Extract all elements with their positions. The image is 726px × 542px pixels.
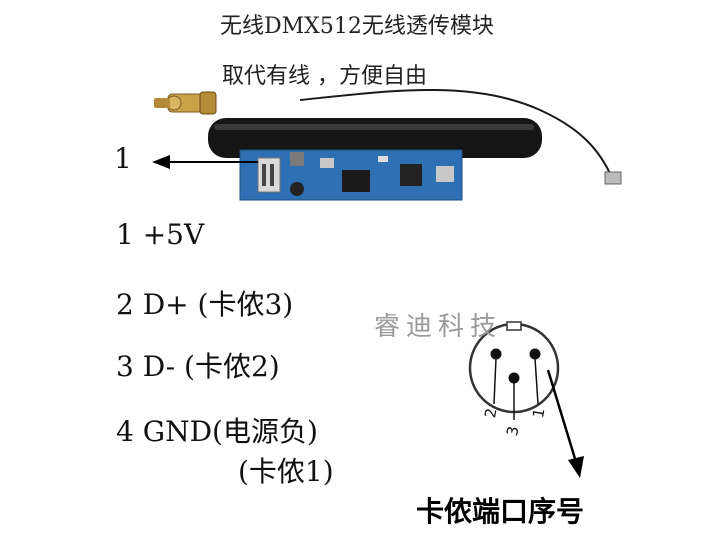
xlr-port-caption: 卡侬端口序号 xyxy=(416,495,585,528)
pin-label-2: 2 D+ (卡侬3) xyxy=(116,288,294,321)
pin-label-3: 3 D- (卡侬2) xyxy=(116,350,280,383)
watermark: 睿迪科技 xyxy=(374,312,503,342)
xlr-connector-icon xyxy=(468,321,560,420)
page-subtitle: 取代有线 ，方便自由 xyxy=(222,64,427,89)
pin1-pointer-arrow xyxy=(152,155,258,169)
pointer-label: 1 xyxy=(114,142,132,175)
ufl-connector-icon xyxy=(604,171,622,185)
pin-label-1: 1 +5V xyxy=(116,218,205,251)
pcb-board-icon xyxy=(239,149,463,201)
antenna-cable xyxy=(299,89,613,179)
page-title: 无线DMX512无线透传模块 xyxy=(220,14,494,39)
sma-connector-icon xyxy=(154,91,217,115)
pin-label-4: 4 GND(电源负) xyxy=(116,415,318,448)
pin-label-4-note: (卡侬1) xyxy=(238,455,334,488)
caption-arrow xyxy=(546,369,584,478)
